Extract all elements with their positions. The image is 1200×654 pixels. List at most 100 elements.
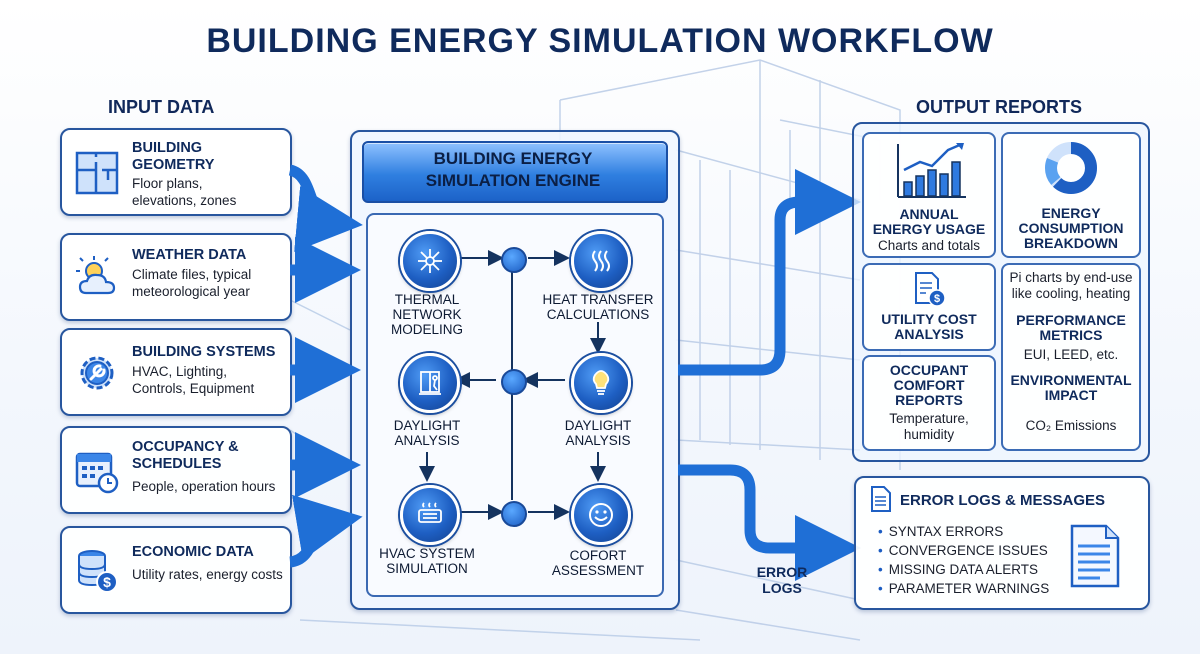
error-item: MISSING DATA ALERTS xyxy=(878,562,1038,577)
performance-metrics-title: METRICS xyxy=(1039,327,1103,343)
window-person-icon xyxy=(419,371,441,395)
node-label-line: ASSESSMENT xyxy=(551,563,645,578)
output-title-line: ANALYSIS xyxy=(894,326,964,342)
calendar-clock-icon xyxy=(75,452,119,494)
input-data-heading: INPUT DATA xyxy=(108,97,215,117)
hvac-unit-icon xyxy=(418,502,442,523)
cost-document-icon: $ xyxy=(915,272,946,307)
node-label-line: HEAT TRANSFER xyxy=(542,292,654,307)
output-title-line: UTILITY COST xyxy=(881,311,977,327)
engine-title-line: SIMULATION ENGINE xyxy=(425,171,601,190)
node-label-line: THERMAL xyxy=(394,292,460,307)
performance-metrics-title: PERFORMANCE xyxy=(1016,312,1126,328)
hvac-simulation-node xyxy=(400,485,460,545)
output-reports-heading: OUTPUT REPORTS xyxy=(916,97,1083,117)
heat-waves-icon xyxy=(592,250,610,272)
network-icon xyxy=(418,249,442,273)
environmental-impact-desc: CO₂ Emissions xyxy=(1025,418,1117,433)
environmental-impact-title: IMPACT xyxy=(1044,387,1098,403)
input-desc-line: People, operation hours xyxy=(132,479,276,494)
page-title: BUILDING ENERGY SIMULATION WORKFLOW xyxy=(206,22,994,60)
performance-metrics-desc: EUI, LEED, etc. xyxy=(1023,347,1119,362)
node-label-line: HVAC SYSTEM xyxy=(379,546,475,561)
input-desc-line: HVAC, Lighting, xyxy=(132,364,228,379)
light-bulb-icon xyxy=(592,370,610,395)
smiley-icon xyxy=(589,503,613,527)
input-title-line: OCCUPANCY & xyxy=(132,439,239,455)
node-label-line: ANALYSIS xyxy=(565,433,631,448)
output-title-line: ENERGY xyxy=(1041,205,1101,221)
error-item: SYNTAX ERRORS xyxy=(878,524,1004,539)
input-desc-line: Utility rates, energy costs xyxy=(132,567,283,582)
input-desc-line: meteorological year xyxy=(132,284,250,299)
output-desc-line: humidity xyxy=(903,427,955,442)
flow-label-line: ERROR xyxy=(756,564,808,580)
error-logs-title: ERROR LOGS & MESSAGES xyxy=(900,492,1106,509)
node-label-line: SIMULATION xyxy=(386,561,468,576)
output-title-line: COMFORT xyxy=(893,377,965,393)
input-title-line: SCHEDULES xyxy=(132,456,222,472)
output-title-line: CONSUMPTION xyxy=(1018,220,1124,236)
weather-icon xyxy=(76,256,116,295)
bar-chart-icon xyxy=(897,142,966,198)
output-title-line: REPORTS xyxy=(895,392,963,408)
input-desc-line: Climate files, typical xyxy=(132,267,252,282)
output-desc-line: like cooling, heating xyxy=(1011,286,1131,301)
database-dollar-icon: $ xyxy=(78,550,118,593)
output-title-line: BREAKDOWN xyxy=(1023,235,1119,251)
input-card-building-systems: BUILDING SYSTEMS HVAC, Lighting, Controls… xyxy=(60,328,292,416)
donut-chart-icon xyxy=(1045,142,1097,194)
gear-wrench-icon xyxy=(80,356,114,390)
input-title-line: BUILDING SYSTEMS xyxy=(132,344,276,360)
environmental-impact-title: ENVIRONMENTAL xyxy=(1010,372,1132,388)
input-desc-line: elevations, zones xyxy=(132,193,237,208)
error-item: CONVERGENCE ISSUES xyxy=(878,543,1048,558)
svg-text:$: $ xyxy=(934,293,940,305)
input-card-occupancy-schedules: OCCUPANCY &SCHEDULES People, operation h… xyxy=(60,426,292,514)
engine-header-bar xyxy=(362,141,668,203)
engine-title: BUILDING ENERGY SIMULATION ENGINE xyxy=(362,148,664,192)
input-title-line: GEOMETRY xyxy=(132,157,215,173)
flow-label-line: LOGS xyxy=(762,580,802,596)
node-label-line: CALCULATIONS xyxy=(546,307,650,322)
output-title-line: ANNUAL xyxy=(899,206,959,222)
input-title-line: WEATHER DATA xyxy=(132,247,247,263)
floor-plan-icon xyxy=(75,151,119,195)
input-title-line: BUILDING xyxy=(132,140,203,156)
output-desc-line: Pi charts by end-use xyxy=(1009,270,1133,285)
input-card-economic-data: $ ECONOMIC DATA Utility rates, energy co… xyxy=(60,526,292,614)
node-label-line: DAYLIGHT xyxy=(564,418,632,433)
junction-dot xyxy=(501,247,527,273)
node-label-line: DAYLIGHT xyxy=(393,418,461,433)
junction-dot xyxy=(501,369,527,395)
output-title-line: OCCUPANT xyxy=(889,362,969,378)
engine-title-line: BUILDING ENERGY xyxy=(433,149,593,168)
document-icon xyxy=(871,486,891,512)
log-file-icon xyxy=(1070,524,1120,588)
error-item: PARAMETER WARNINGS xyxy=(878,581,1050,596)
svg-text:$: $ xyxy=(103,574,111,590)
junction-dot xyxy=(501,501,527,527)
node-label-line: ANALYSIS xyxy=(394,433,460,448)
input-title-line: ECONOMIC DATA xyxy=(132,544,254,560)
daylight-analysis-node-right xyxy=(571,353,631,413)
output-desc-line: Temperature, xyxy=(889,411,969,426)
thermal-network-node xyxy=(400,231,460,291)
node-label-line: NETWORK xyxy=(392,307,462,322)
output-desc: Charts and totals xyxy=(877,238,981,253)
comfort-assessment-node xyxy=(571,485,631,545)
input-card-weather-data: WEATHER DATA Climate files, typical meteo… xyxy=(60,233,292,321)
node-label-line: COFORT xyxy=(569,548,627,563)
input-desc-line: Controls, Equipment xyxy=(132,381,255,396)
daylight-analysis-node-left xyxy=(400,353,460,413)
